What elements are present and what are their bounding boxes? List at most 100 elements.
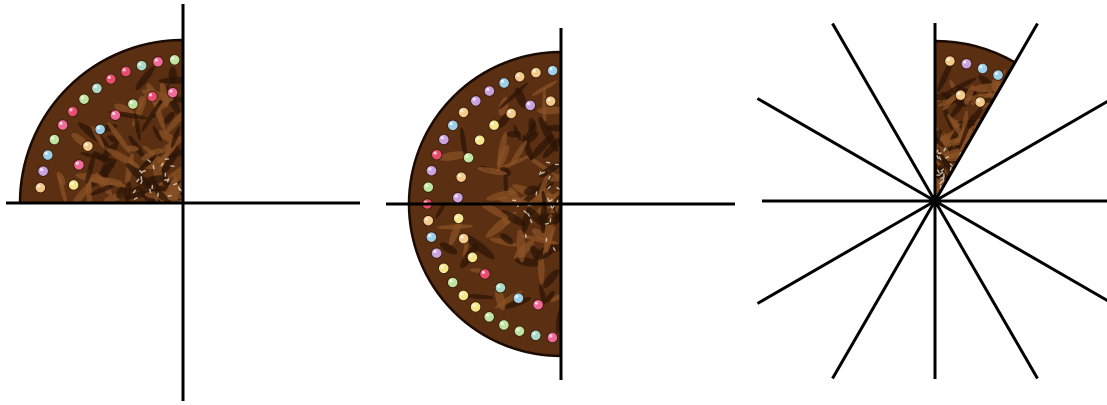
- candy-dot: [513, 293, 523, 303]
- candy-dot: [426, 232, 436, 242]
- candy-highlight: [441, 136, 444, 139]
- candy-dot: [531, 67, 541, 77]
- candy-dot: [79, 94, 89, 104]
- candy-dot: [153, 57, 163, 67]
- candy-highlight: [45, 152, 48, 155]
- candy-highlight: [425, 217, 428, 220]
- candy-highlight: [433, 151, 436, 154]
- candy-highlight: [501, 322, 504, 325]
- twelfth-cake-figure: [755, 0, 1107, 405]
- candy-dot: [57, 120, 67, 130]
- candy-dot: [506, 108, 516, 118]
- candy-dot: [136, 60, 146, 70]
- candy-dot: [431, 248, 441, 258]
- candy-highlight: [441, 265, 444, 268]
- candy-dot: [458, 107, 468, 117]
- candy-highlight: [85, 143, 88, 146]
- sprinkle: [938, 152, 942, 153]
- candy-dot: [431, 149, 441, 159]
- candy-dot: [474, 135, 484, 145]
- candy-highlight: [59, 122, 62, 125]
- candy-highlight: [97, 126, 100, 129]
- candy-dot: [531, 330, 541, 340]
- candy-dot: [423, 182, 433, 192]
- candy-dot: [426, 165, 436, 175]
- quarter-cake-panel: [0, 0, 370, 405]
- candy-dot: [35, 183, 45, 193]
- sprinkle: [546, 238, 548, 242]
- candy-highlight: [947, 58, 950, 61]
- candy-highlight: [455, 194, 458, 197]
- candy-dot: [121, 66, 131, 76]
- candy-highlight: [963, 61, 966, 64]
- candy-highlight: [81, 96, 84, 99]
- candy-highlight: [476, 137, 479, 140]
- candy-dot: [423, 215, 433, 225]
- candy-highlight: [460, 292, 463, 295]
- candy-dot: [167, 87, 177, 97]
- candy-highlight: [138, 62, 141, 65]
- sprinkle: [936, 174, 940, 175]
- quarter-cake-slice: [20, 40, 201, 222]
- candy-dot: [43, 150, 53, 160]
- candy-highlight: [535, 302, 538, 305]
- candy-dot: [489, 120, 499, 130]
- candy-highlight: [465, 155, 468, 158]
- candy-dot: [499, 320, 509, 330]
- candy-dot: [547, 332, 557, 342]
- candy-dot: [458, 233, 468, 243]
- candy-dot: [458, 290, 468, 300]
- candy-highlight: [123, 68, 126, 71]
- candy-highlight: [455, 215, 458, 218]
- candy-dot: [456, 172, 466, 182]
- candy-dot: [67, 106, 77, 116]
- quarter-cake-figure: [0, 0, 370, 405]
- sprinkle: [165, 173, 166, 177]
- candy-dot: [961, 59, 971, 69]
- candy-dot: [495, 283, 505, 293]
- candy-highlight: [957, 92, 960, 95]
- candy-dot: [92, 83, 102, 93]
- candy-dot: [448, 120, 458, 130]
- sprinkle: [141, 176, 143, 180]
- candy-highlight: [69, 108, 72, 111]
- candy-highlight: [169, 89, 172, 92]
- candy-highlight: [516, 74, 519, 77]
- candy-highlight: [472, 304, 475, 307]
- candy-dot: [945, 56, 955, 66]
- candy-dot: [975, 97, 985, 107]
- candy-highlight: [449, 279, 452, 282]
- candy-highlight: [533, 332, 536, 335]
- candy-highlight: [482, 271, 485, 274]
- candy-dot: [128, 99, 138, 109]
- candy-highlight: [130, 101, 133, 104]
- candy-highlight: [549, 67, 552, 70]
- candy-highlight: [995, 72, 998, 75]
- candy-dot: [439, 263, 449, 273]
- sprinkle: [555, 164, 559, 165]
- candy-highlight: [171, 57, 174, 60]
- candy-dot: [533, 300, 543, 310]
- candy-highlight: [40, 168, 43, 171]
- candy-dot: [447, 277, 457, 287]
- candy-highlight: [70, 182, 73, 185]
- candy-highlight: [469, 254, 472, 257]
- candy-dot: [993, 70, 1003, 80]
- candy-highlight: [549, 334, 552, 337]
- candy-dot: [49, 134, 59, 144]
- candy-highlight: [450, 122, 453, 125]
- half-cake-figure: [380, 0, 745, 405]
- twelfth-cake-panel: [755, 0, 1107, 405]
- candy-highlight: [155, 59, 158, 62]
- division-lines: [757, 23, 1107, 379]
- candy-highlight: [458, 174, 461, 177]
- candy-highlight: [501, 80, 504, 83]
- candy-highlight: [486, 88, 489, 91]
- candy-dot: [480, 269, 490, 279]
- candy-dot: [38, 166, 48, 176]
- candy-highlight: [51, 136, 54, 139]
- candy-dot: [484, 312, 494, 322]
- candy-highlight: [149, 93, 152, 96]
- candy-highlight: [515, 295, 518, 298]
- candy-highlight: [527, 102, 530, 105]
